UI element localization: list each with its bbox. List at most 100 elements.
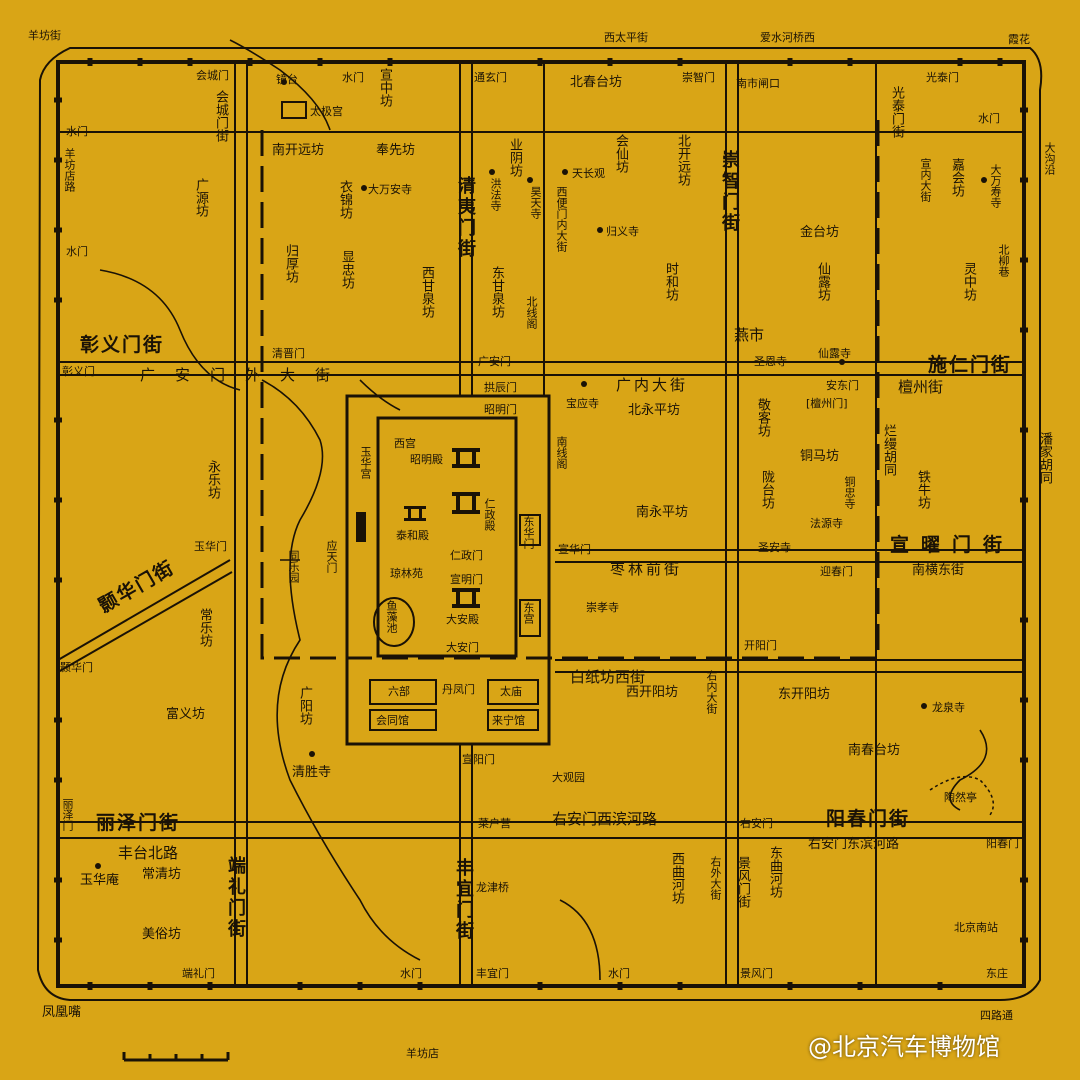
fang-guangyuan: 广源坊 xyxy=(193,178,208,217)
fang-fuyi: 富义坊 xyxy=(166,707,206,722)
street-xuannei: 宣内大街 xyxy=(919,158,932,202)
street-youandong: 右安门东滨河路 xyxy=(808,837,900,852)
gate-fengyi: 丰宜门 xyxy=(476,967,509,980)
palace-taimiao: 太庙 xyxy=(500,685,522,698)
palace-qionglin: 琼林苑 xyxy=(390,567,423,580)
label-tongle: 同乐园 xyxy=(287,550,300,583)
fang-xuanzhong: 宣中坊 xyxy=(377,68,392,107)
gate-tongxuan: 通玄门 xyxy=(474,71,507,84)
temple-baoying: 宝应寺 xyxy=(566,397,599,410)
street-huicheng: 会城门街 xyxy=(213,90,228,142)
wall-bastions xyxy=(54,58,1028,990)
palace-daanmen: 大安门 xyxy=(446,641,479,654)
palace-hall-box xyxy=(519,514,541,546)
temple-yuhua: 玉华庵 xyxy=(80,873,120,888)
label-beijing-south: 北京南站 xyxy=(954,921,998,934)
temple-dawanshou: 大万寿寺 xyxy=(989,164,1002,208)
fang-yijin: 衣锦坊 xyxy=(337,180,352,219)
palace-yuzao: 鱼藻池 xyxy=(385,600,398,633)
gate-shuimen-s2: 水门 xyxy=(608,967,630,980)
fang-meisu: 美俗坊 xyxy=(142,927,182,942)
site-taoran: 陶然亭 xyxy=(944,791,977,804)
street-guangtai: 光泰门街 xyxy=(889,86,904,138)
site-taiji: 太极宫 xyxy=(310,105,343,118)
donggong-box xyxy=(519,599,541,637)
gate-yangchun: 阳春门 xyxy=(986,837,1019,850)
street-beiliu: 北柳巷 xyxy=(997,244,1010,277)
fang-yeyin: 业阴坊 xyxy=(507,138,522,177)
gate-jingfeng: 景风门 xyxy=(740,967,773,980)
gate-kaiyang: 开阳门 xyxy=(744,639,777,652)
street-youanxi: 右安门西滨河路 xyxy=(552,810,658,828)
street-fengtai: 丰台北路 xyxy=(118,844,179,862)
fang-xigan: 西甘泉坊 xyxy=(419,266,434,318)
street-zhangyi: 彰义门街 xyxy=(80,334,165,356)
palace-halls xyxy=(356,448,480,608)
label-tanzhoumen: [檀州门] xyxy=(806,397,848,410)
street-xuanyao: 宣曜门街 xyxy=(890,534,1015,556)
fang-beichun: 北春台坊 xyxy=(570,75,623,90)
gate-shuimen-2: 水门 xyxy=(66,245,88,258)
gate-qingjin: 清晋门 xyxy=(272,347,305,360)
temple-guiyi: 归义寺 xyxy=(606,225,639,238)
fang-nankaiyuan: 南开远坊 xyxy=(272,143,325,158)
six-ministries-box xyxy=(369,679,437,705)
fang-nanyongping: 南永平坊 xyxy=(636,505,689,520)
street-chongzhi: 崇智门街 xyxy=(719,150,740,234)
palace-taihe: 泰和殿 xyxy=(396,529,429,542)
street-yangfang: 羊坊店路 xyxy=(63,148,76,192)
taimiao-box xyxy=(487,679,539,705)
label-sidaotong: 四路通 xyxy=(980,1009,1013,1022)
street-baizhi: 白纸坊西街 xyxy=(570,668,646,686)
fang-huixian: 会仙坊 xyxy=(613,134,628,173)
street-shiren: 施仁门街 xyxy=(928,354,1013,376)
street-qingyi: 清夷门街 xyxy=(455,176,476,260)
imperial-city-wall xyxy=(260,118,880,660)
gate-zhangyi: 彰义门 xyxy=(62,365,95,378)
taiji-box xyxy=(281,101,307,119)
street-beixian: 北线阁 xyxy=(525,296,538,329)
gate-xuanyang: 宣阳门 xyxy=(462,753,495,766)
fang-xianzhong: 显忠坊 xyxy=(339,250,354,289)
palace-xigong: 西宫 xyxy=(394,437,416,450)
street-xiaoma: 檀州街 xyxy=(898,378,944,396)
fang-jintai: 金台坊 xyxy=(800,225,840,240)
label-xiahua: 霞花 xyxy=(1008,33,1030,46)
label-fenghuangzui: 凤凰嘴 xyxy=(42,1005,82,1020)
label-dongzhuang: 东庄 xyxy=(986,967,1008,980)
temple-haotian: 昊天寺 xyxy=(529,186,542,219)
gate-andong: 安东门 xyxy=(826,379,859,392)
palace-renzhengmen: 仁政门 xyxy=(450,549,483,562)
street-zaolin: 枣林前街 xyxy=(610,560,683,578)
street-jingfeng: 景风门街 xyxy=(735,856,750,908)
label-aishui: 爱水河桥西 xyxy=(760,31,815,44)
gate-yingchun: 迎春门 xyxy=(820,565,853,578)
fang-longtai: 陇台坊 xyxy=(759,470,774,509)
huitong-box xyxy=(369,709,437,731)
fang-nanchuntai: 南春台坊 xyxy=(848,743,901,758)
palace-laining: 来宁馆 xyxy=(492,714,525,727)
street-lanman: 烂缦胡同 xyxy=(881,424,896,476)
site-daguanyuan: 大观园 xyxy=(552,771,585,784)
gate-zhaoming: 昭明门 xyxy=(484,403,517,416)
fang-xikaiyang: 西开阳坊 xyxy=(626,685,679,700)
palace-renzheng: 仁政殿 xyxy=(483,498,496,531)
label-yangfangdian: 羊坊店 xyxy=(406,1047,439,1060)
fish-pond xyxy=(373,597,415,647)
street-nanxian: 南线阁 xyxy=(555,436,568,469)
street-guanganwai: 广安门外大街 xyxy=(140,366,351,384)
street-fengyi: 丰宜门街 xyxy=(453,858,474,942)
palace-donggong: 东宫 xyxy=(522,602,535,624)
temple-qingsheng: 清胜寺 xyxy=(292,765,332,780)
gate-gongchen: 拱辰门 xyxy=(484,381,517,394)
temple-dots xyxy=(95,79,987,869)
street-nanheng: 南横东街 xyxy=(912,563,965,578)
watermark: @北京汽车博物馆 xyxy=(808,1033,1000,1061)
gate-chongzhi: 崇智门 xyxy=(682,71,715,84)
street-panjia: 潘家胡同 xyxy=(1037,432,1052,484)
street-guangnei: 广内大街 xyxy=(616,376,689,394)
scale-bar xyxy=(122,1052,230,1062)
fang-tieniu: 铁牛坊 xyxy=(915,470,930,509)
